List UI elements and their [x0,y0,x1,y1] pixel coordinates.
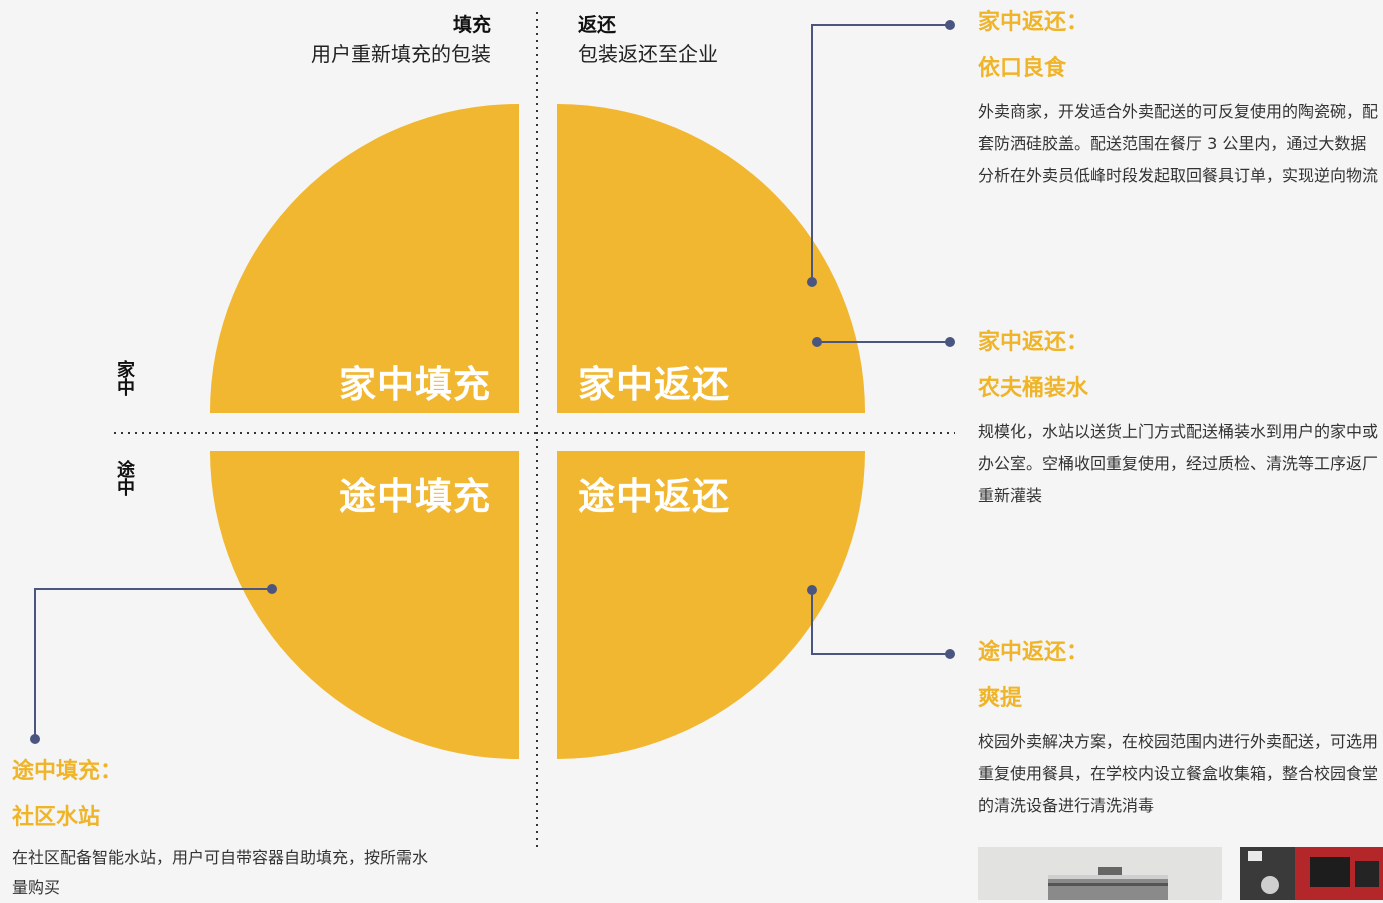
case-shequ: 途中填充： 社区水站 在社区配备智能水站，用户可自带容器自助填充，按所需水量购买 [12,757,432,903]
quadrant-label-home-return: 家中返还 [578,363,730,406]
connector-shuangti [811,590,950,655]
quadrant-label-go-return: 途中返还 [578,475,730,518]
tableware-case-photo [1240,847,1383,900]
quadrant-go-return [557,451,865,759]
case-description: 规模化，水站以送货上门方式配送桶装水到用户的家中或办公室。空桶收回重复使用，经过… [978,422,1379,505]
column-title-return: 返还 [578,14,617,36]
case-description: 在社区配备智能水站，用户可自带容器自助填充，按所需水量购买 [12,848,429,897]
dot-icon [812,337,822,347]
quadrant-label-go-refill: 途中填充 [339,475,491,518]
collection-box-photo [978,847,1222,900]
dot-icon [945,20,955,30]
dot-icon [30,734,40,744]
row-label-home: 家中 [114,360,135,396]
dot-icon [807,585,817,595]
case-yikou: 家中返还： 依口良食 外卖商家，开发适合外卖配送的可反复使用的陶瓷碗，配套防洒硅… [978,8,1380,192]
case-shuangti: 途中返还： 爽提 校园外卖解决方案，在校园范围内进行外卖配送，可选用重复使用餐具… [978,638,1380,822]
column-subtitle-return: 包装返还至企业 [578,42,718,66]
column-subtitle-refill: 用户重新填充的包装 [311,42,491,66]
quadrant-label-home-refill: 家中填充 [339,363,491,406]
quadrant-home-refill [209,103,519,413]
column-title-refill: 填充 [452,14,491,36]
dot-icon [807,277,817,287]
case-category: 家中返还： [978,330,1089,355]
case-nongfu: 家中返还： 农夫桶装水 规模化，水站以送货上门方式配送桶装水到用户的家中或办公室… [978,328,1380,512]
case-name: 社区水站 [12,805,101,830]
case-description: 外卖商家，开发适合外卖配送的可反复使用的陶瓷碗，配套防洒硅胶盖。配送范围在餐厅 … [978,102,1379,185]
dot-icon [267,584,277,594]
case-category: 途中返还： [978,640,1089,665]
dot-icon [945,337,955,347]
case-name: 爽提 [978,686,1023,711]
case-name: 农夫桶装水 [978,376,1089,401]
dot-icon [945,649,955,659]
row-label-onthego: 途中 [114,460,135,496]
case-description: 校园外卖解决方案，在校园范围内进行外卖配送，可选用重复使用餐具，在学校内设立餐盒… [978,732,1379,815]
quadrant-go-refill [210,451,519,760]
connector-shequ [34,588,272,739]
case-category: 途中填充： [12,759,123,784]
case-name: 依口良食 [978,56,1067,81]
quadrant-home-return [557,104,866,413]
case-category: 家中返还： [978,10,1089,35]
connector-yikou [811,24,950,282]
